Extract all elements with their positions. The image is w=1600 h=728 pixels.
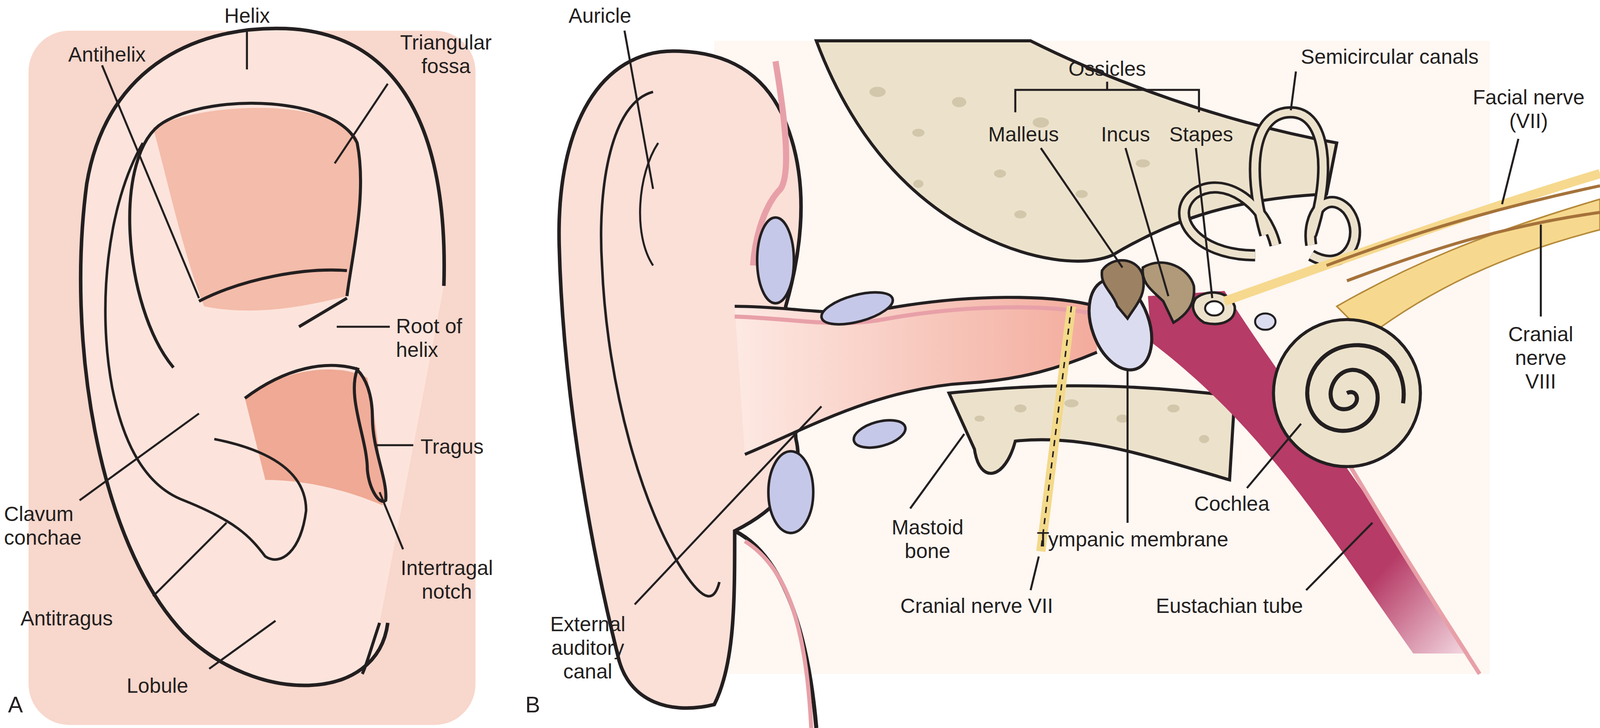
part-label: Facial nerve (VII) [1461, 85, 1596, 133]
part-label: Semicircular canals [1300, 45, 1479, 69]
part-label: Cranial nerve VII [900, 593, 1054, 618]
part-label: Auricle [568, 4, 632, 28]
part-label: Mastoid bone [882, 515, 973, 563]
part-label: Triangular fossa [383, 30, 509, 79]
panel-letter: A [8, 692, 23, 718]
part-label: Intertragal notch [379, 556, 514, 604]
part-label: Clavum conchae [4, 502, 112, 550]
part-label: Stapes [1169, 122, 1233, 147]
part-label: Malleus [988, 122, 1060, 147]
part-label: Antihelix [68, 42, 146, 67]
part-label: Lobule [126, 673, 189, 698]
part-label: Ossicles [1068, 57, 1147, 81]
part-label: Incus [1101, 122, 1151, 147]
part-label: Root of helix [395, 314, 486, 362]
part-label: Helix [224, 4, 270, 28]
part-label: Antitragus [20, 606, 113, 631]
part-label: External auditory canal [536, 612, 640, 684]
ear-cross-section-panel [559, 30, 1600, 728]
panel-letter: B [525, 692, 541, 718]
part-label: Cochlea [1194, 491, 1270, 516]
part-label: Cranial nerve VIII [1498, 322, 1584, 394]
part-label: Tragus [420, 434, 484, 459]
part-label: Eustachian tube [1155, 593, 1304, 618]
part-label: Tympanic membrane [1036, 527, 1229, 552]
